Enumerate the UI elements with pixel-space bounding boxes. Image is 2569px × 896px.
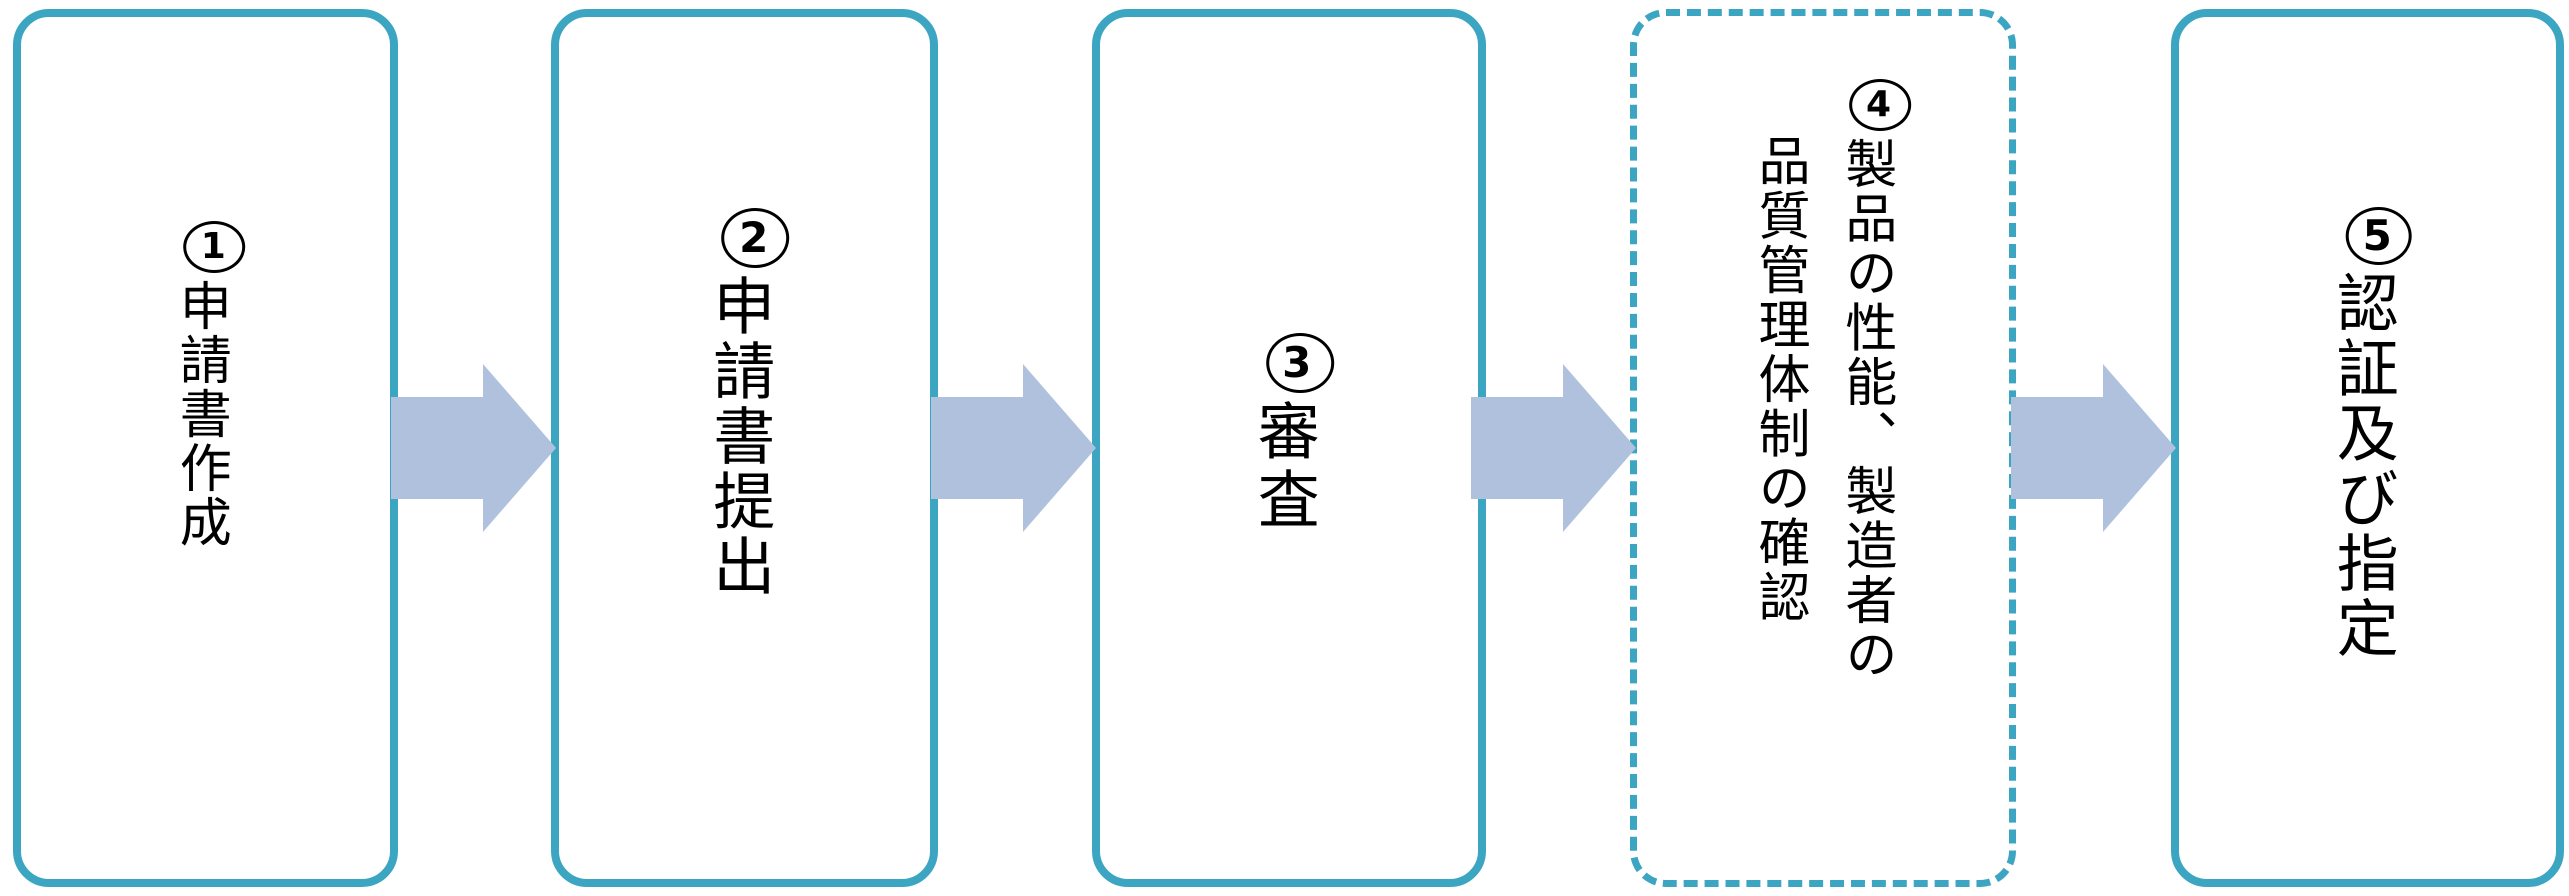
flow-step-3-text: 3審査 <box>1244 326 1334 540</box>
step-4-label: 製品の性能、製造者の品質管理体制の確認 <box>1749 133 1896 682</box>
arrow-shape <box>2011 364 2176 532</box>
arrow-shape <box>391 364 556 532</box>
flow-arrow-4-icon <box>2011 364 2176 532</box>
step-1-label: 申請書作成 <box>170 279 231 549</box>
flow-step-5-box: 5 認証及び指定 <box>2171 9 2564 887</box>
step-1-number-badge: 1 <box>183 221 246 273</box>
flow-arrow-3-icon <box>1471 364 1636 532</box>
flow-step-1-text: 1 申請書作成 <box>166 214 246 554</box>
flow-step-3-box: 3審査 <box>1092 9 1486 887</box>
flow-step-4-text: 4製品の性能、製造者の品質管理体制の確認 <box>1735 69 1911 689</box>
arrow-shape <box>931 364 1096 532</box>
step-2-label: 申請書提出 <box>702 273 776 599</box>
flow-arrow-1-icon <box>391 364 556 532</box>
flow-arrow-2-icon <box>931 364 1096 532</box>
flow-step-1-box: 1 申請書作成 <box>13 9 398 887</box>
step-5-label: 認証及び指定 <box>2325 271 2399 661</box>
arrow-shape <box>1471 364 1636 532</box>
step-3-number-badge: 3 <box>1265 333 1334 393</box>
flow-step-2-box: 2申請書提出 <box>551 9 938 887</box>
flow-step-5-text: 5 認証及び指定 <box>2323 200 2412 666</box>
step-2-number-badge: 2 <box>721 207 790 268</box>
step-5-number-badge: 5 <box>2345 207 2412 265</box>
step-3-label: 審査 <box>1246 399 1320 535</box>
flow-step-2-text: 2申請書提出 <box>700 202 790 602</box>
step-4-number-badge: 4 <box>1848 78 1911 131</box>
flow-step-4-box: 4製品の性能、製造者の品質管理体制の確認 <box>1630 9 2016 887</box>
